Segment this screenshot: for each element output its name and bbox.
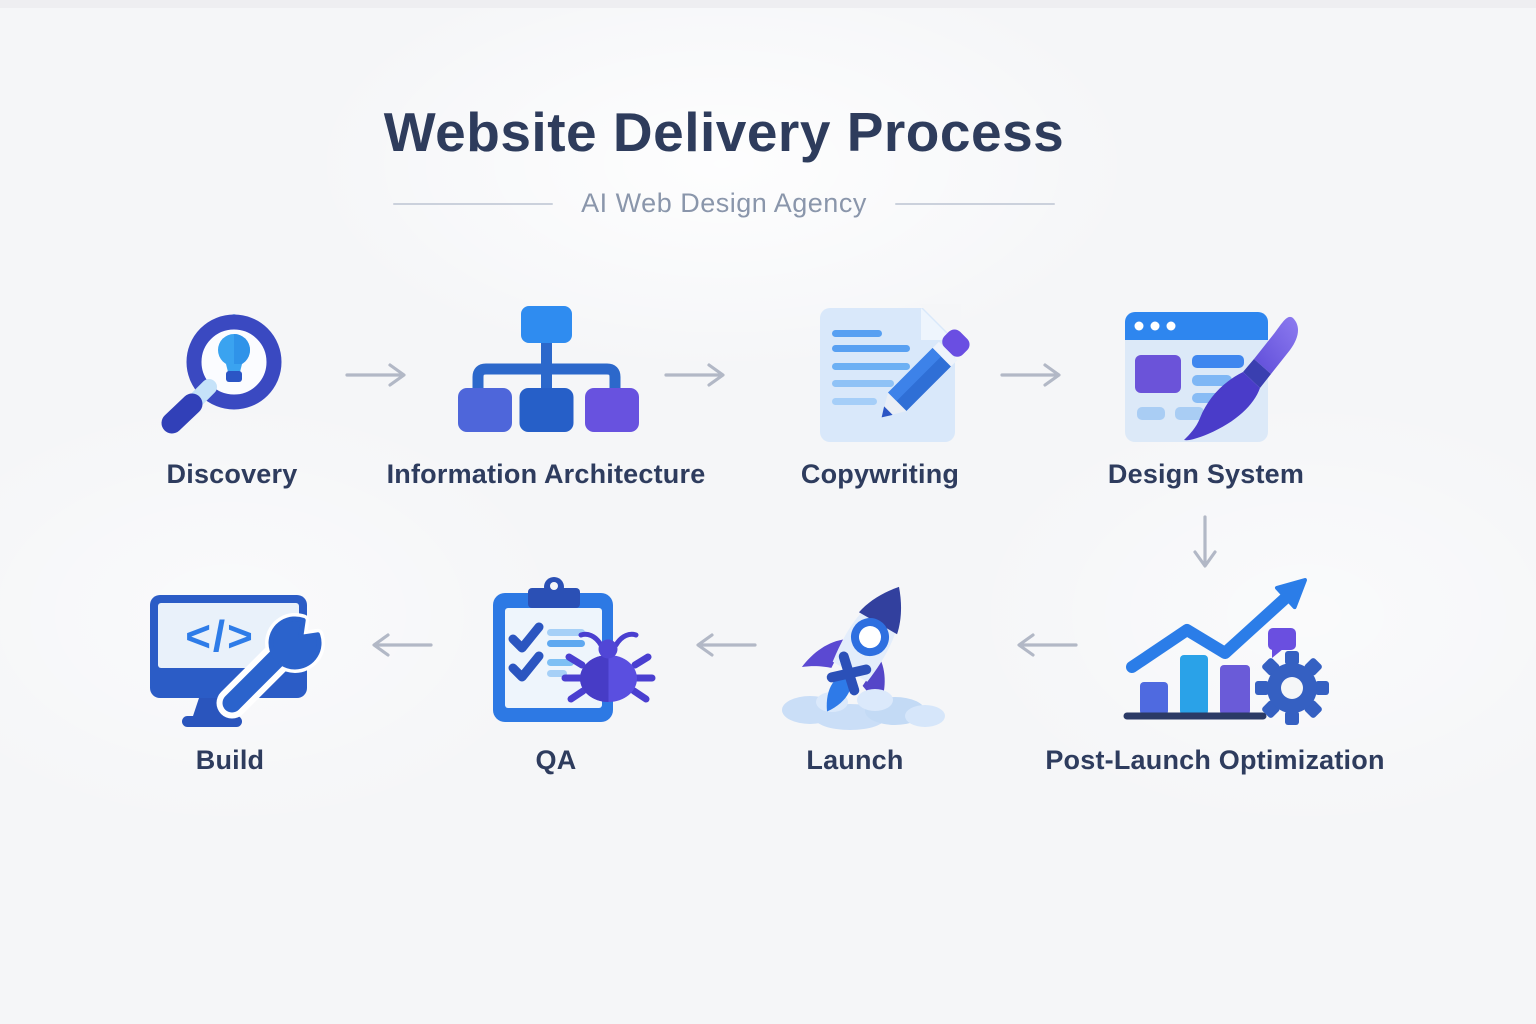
step-label-copywriting: Copywriting bbox=[800, 459, 960, 489]
arrow-right-icon bbox=[664, 363, 725, 387]
clipboard-checklist-bug-icon bbox=[493, 577, 656, 722]
step-label-launch: Launch bbox=[806, 745, 904, 775]
arrow-left-icon bbox=[1017, 633, 1078, 657]
step-label-qa: QA bbox=[535, 745, 577, 775]
document-pencil-icon bbox=[820, 304, 970, 442]
rocket-icon bbox=[782, 586, 945, 730]
subtitle-text: AI Web Design Agency bbox=[581, 188, 867, 218]
sitemap-icon bbox=[458, 306, 639, 432]
subtitle-divider-right bbox=[894, 202, 1055, 205]
arrow-down-icon bbox=[1193, 515, 1217, 568]
arrow-left-icon bbox=[696, 633, 757, 657]
page-title: Website Delivery Process bbox=[383, 101, 1065, 163]
bar-chart-gear-icon bbox=[1123, 578, 1329, 725]
step-label-post-launch-optimization: Post-Launch Optimization bbox=[1045, 745, 1385, 775]
browser-paintbrush-icon bbox=[1125, 312, 1299, 442]
step-label-build: Build bbox=[195, 745, 265, 775]
arrow-right-icon bbox=[1000, 363, 1061, 387]
arrow-left-icon bbox=[372, 633, 433, 657]
subtitle: AI Web Design Agency bbox=[224, 188, 1224, 219]
step-label-information-architecture: Information Architecture bbox=[386, 459, 706, 489]
code-glyph: </> bbox=[185, 612, 255, 661]
step-label-discovery: Discovery bbox=[166, 459, 298, 489]
subtitle-divider-left bbox=[393, 202, 554, 205]
magnifier-lightbulb-icon bbox=[161, 314, 282, 434]
arrow-right-icon bbox=[345, 363, 406, 387]
monitor-code-wrench-icon: </> bbox=[150, 595, 326, 727]
gear-icon bbox=[1255, 651, 1329, 725]
step-label-design-system: Design System bbox=[1107, 459, 1305, 489]
